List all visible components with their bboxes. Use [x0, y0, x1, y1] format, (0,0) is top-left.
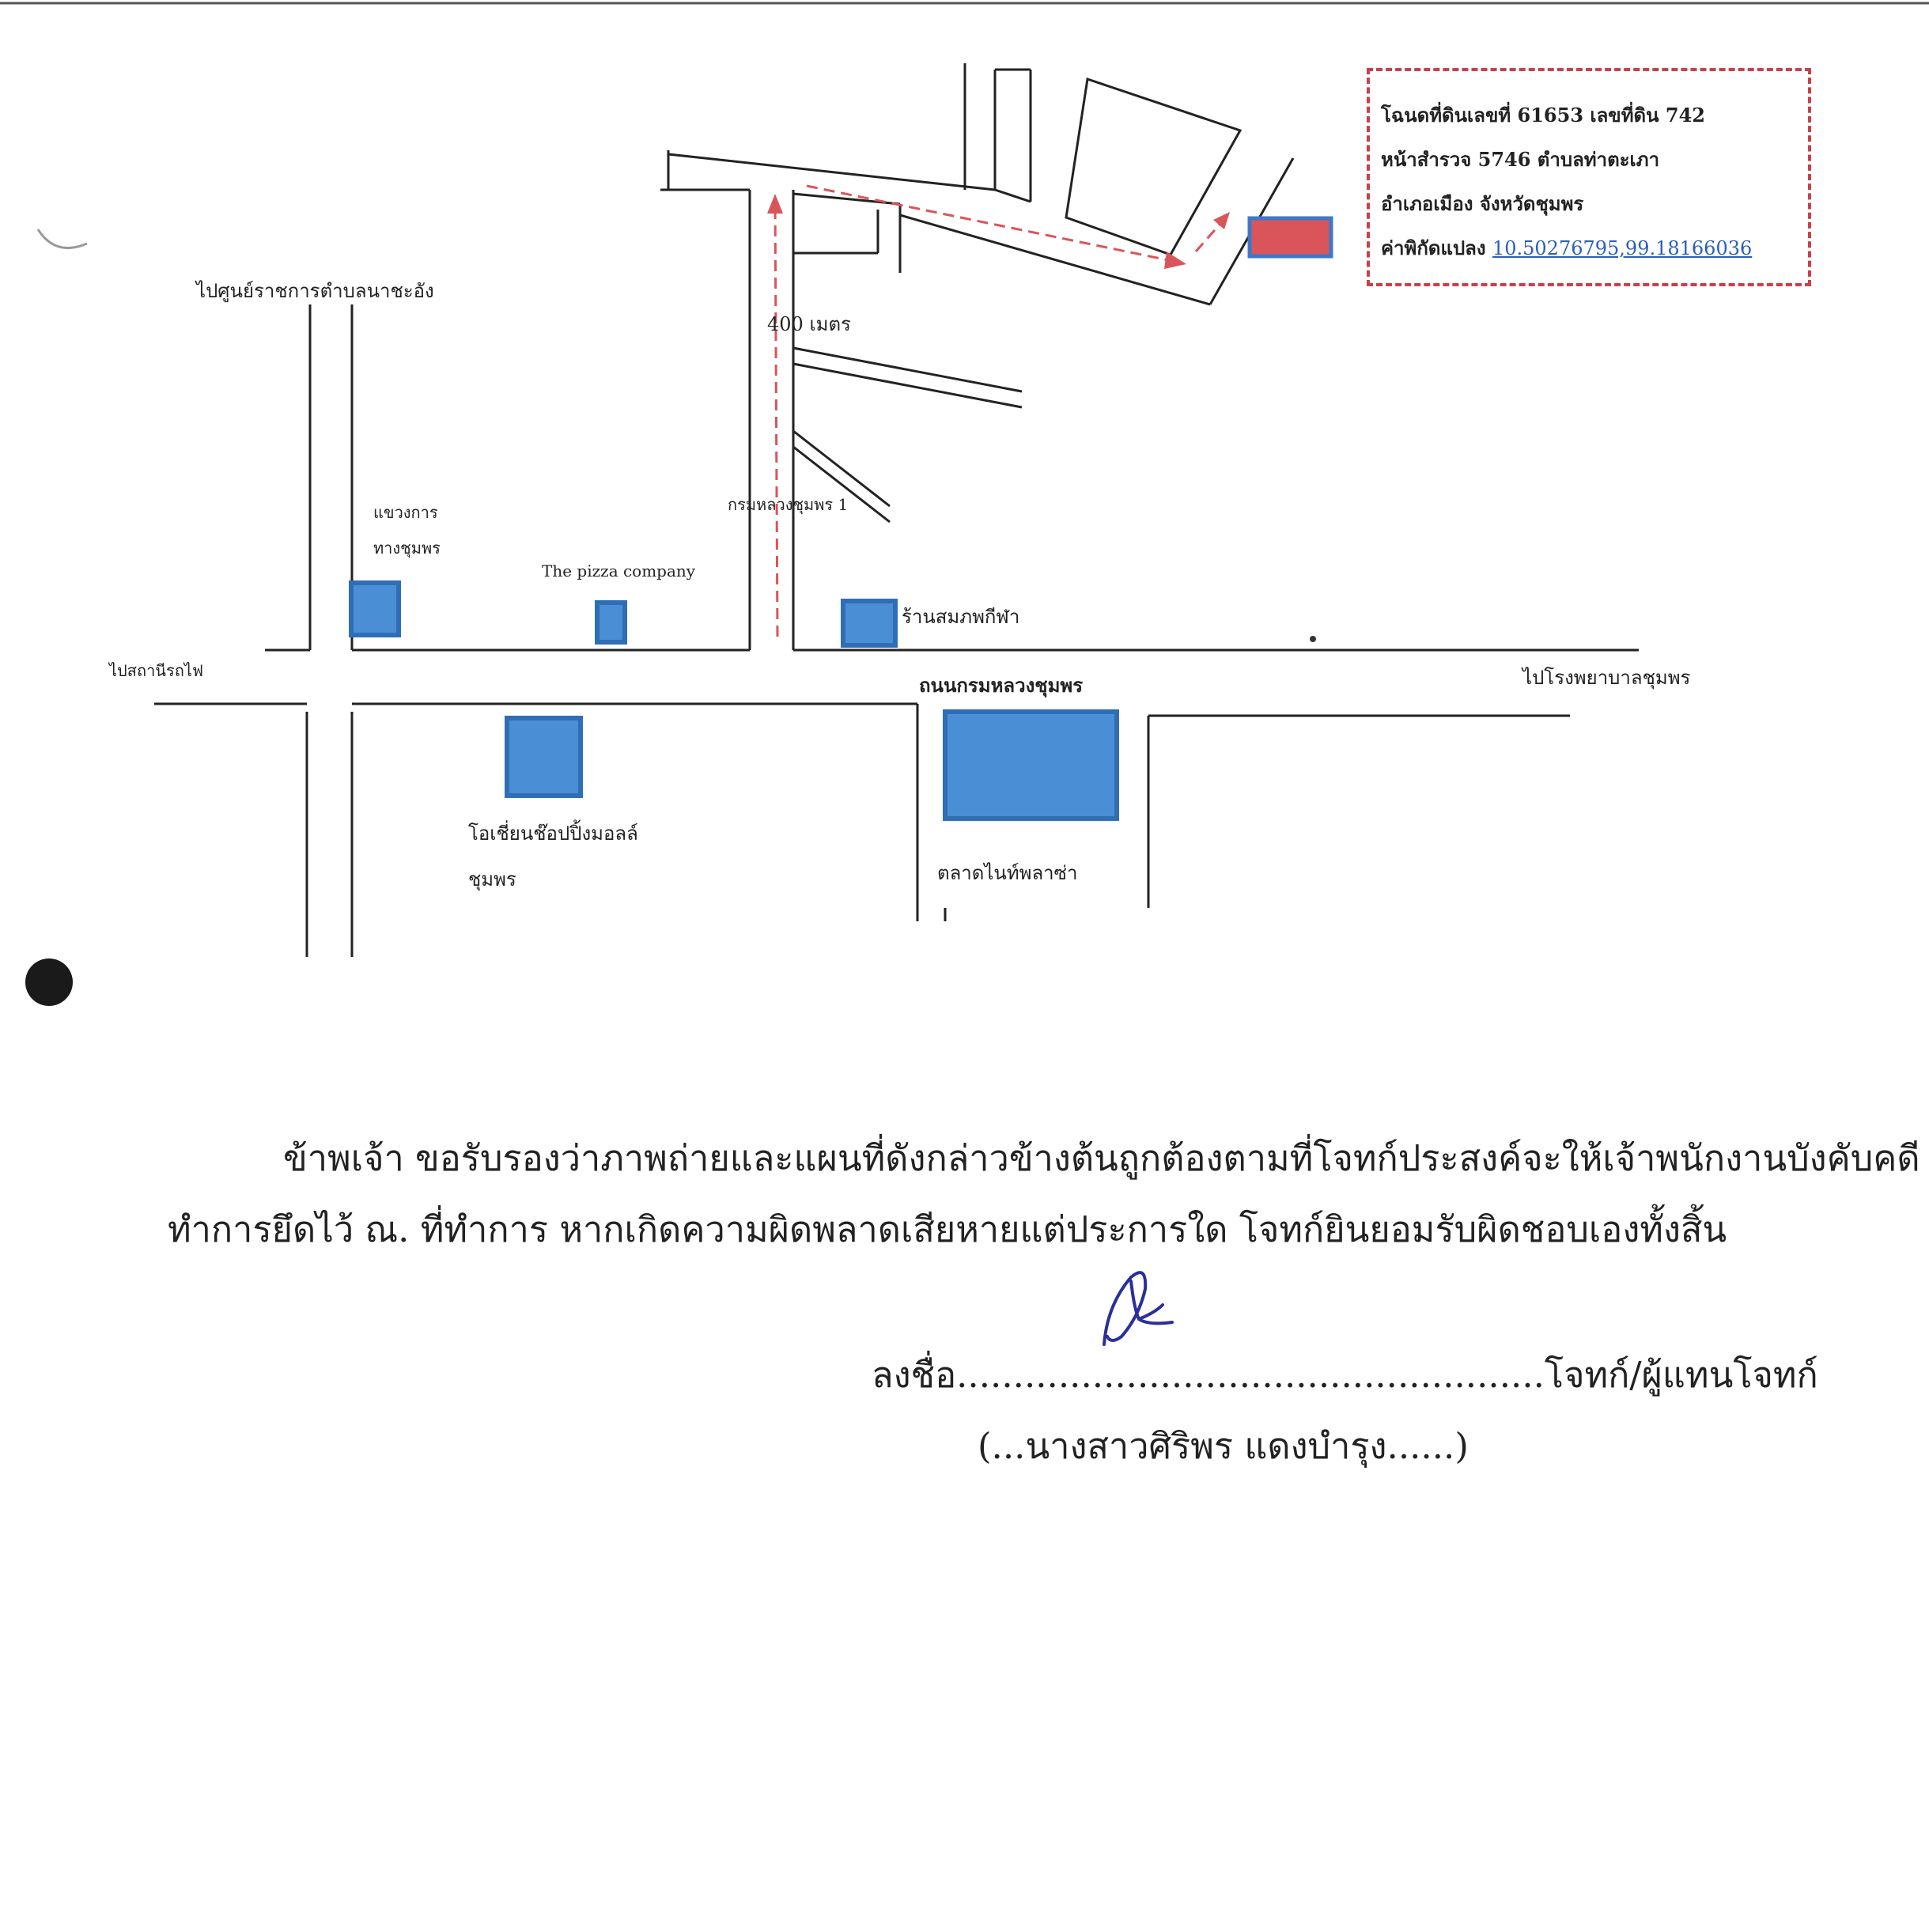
certification-line-2: ทำการยึดไว้ ณ. ที่ทำการ หากเกิดความผิดพล… — [168, 1208, 1727, 1250]
deed-number: โฉนดที่ดินเลขที่ 61653 เลขที่ดิน 742 — [1381, 104, 1705, 127]
survey-page: หน้าสำรวจ 5746 ตำบลท่าตะเภา — [1381, 148, 1660, 171]
certification-line-1: ข้าพเจ้า ขอรับรองว่าภาพถ่ายและแผนที่ดังก… — [283, 1137, 1920, 1179]
signatory-name: (...นางสาวศิริพร แดงบำรุง......) — [978, 1425, 1469, 1467]
scan-mark-curve — [36, 229, 88, 250]
punch-hole — [25, 958, 73, 1006]
label-main-road: ถนนกรมหลวงชุมพร — [919, 674, 1084, 697]
label-pizza: The pizza company — [542, 561, 696, 580]
scan-dot — [1310, 636, 1316, 642]
label-to-train-station: ไปสถานีรถไฟ — [109, 661, 204, 680]
road-network — [154, 63, 1639, 957]
coordinates-row: ค่าพิกัดแปลง 10.50276795,99.18166036 — [1381, 233, 1752, 263]
label-highway-office-1: แขวงการ — [373, 503, 438, 522]
landmark-pizza — [595, 600, 627, 645]
label-to-government-center: ไปศูนย์ราชการตำบลนาชะอัง — [196, 280, 434, 302]
landmark-highway-office — [349, 580, 401, 637]
label-highway-office-2: ทางชุมพร — [373, 539, 441, 558]
label-mall-2: ชุมพร — [468, 868, 516, 890]
label-mall-1: โอเชี่ยนช๊อปปิ้งมอลล์ — [468, 822, 638, 845]
coordinates-label: ค่าพิกัดแปลง — [1381, 236, 1486, 259]
label-to-hospital: ไปโรงพยาบาลชุมพร — [1522, 667, 1691, 689]
title-deed-info-box: โฉนดที่ดินเลขที่ 61653 เลขที่ดิน 742 หน้… — [1367, 68, 1811, 286]
landmark-night-market — [943, 709, 1119, 821]
district-province: อำเภอเมือง จังหวัดชุมพร — [1381, 192, 1584, 215]
coordinates-link[interactable]: 10.50276795,99.18166036 — [1492, 237, 1753, 259]
landmark-mall — [505, 716, 583, 798]
label-shop: ร้านสมภพกีฬา — [902, 606, 1020, 628]
label-distance: 400 เมตร — [767, 313, 851, 335]
target-plot — [1247, 216, 1333, 259]
signature-scribble — [1103, 1271, 1174, 1346]
landmark-shop — [841, 599, 898, 648]
landmarks — [349, 580, 1119, 821]
label-night-market: ตลาดไนท์พลาซ่า — [937, 862, 1078, 884]
label-road-vertical: กรมหลวงชุมพร 1 — [728, 495, 849, 514]
route-arrows — [767, 194, 1230, 269]
signature-line: ลงชื่อ..................................… — [872, 1354, 1818, 1396]
